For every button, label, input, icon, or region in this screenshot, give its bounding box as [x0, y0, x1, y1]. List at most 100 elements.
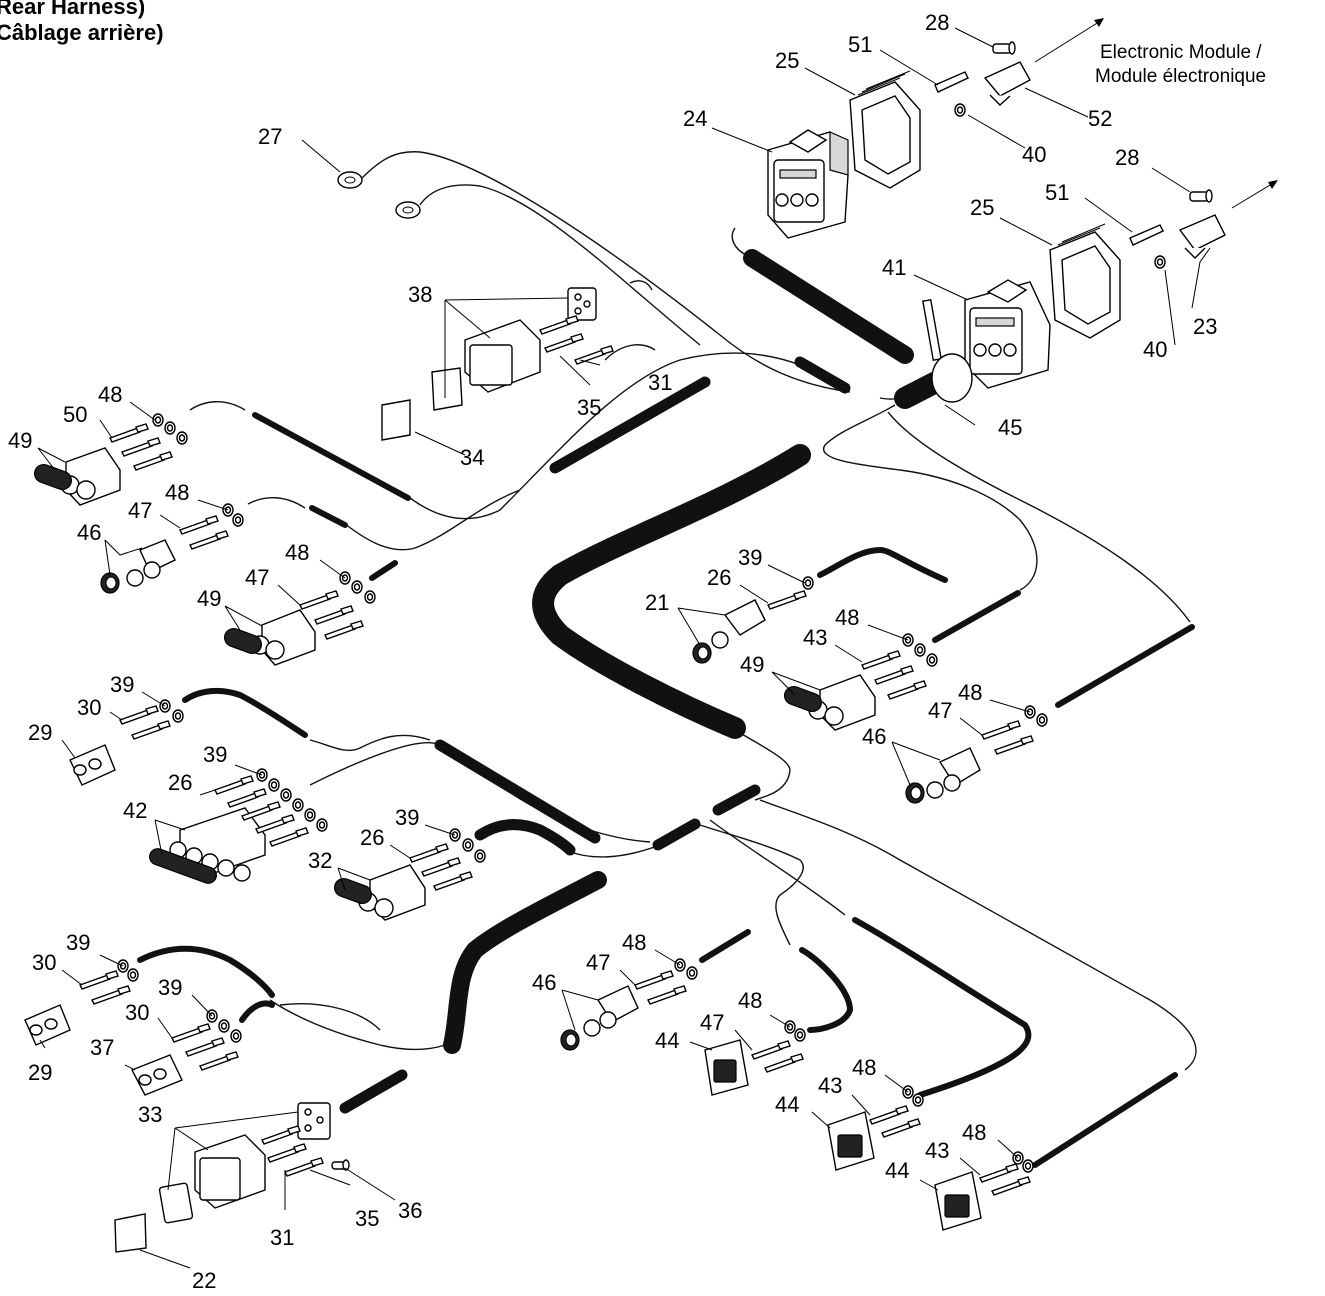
- module-arrow-1-head: [1094, 18, 1104, 27]
- callout-26: 26: [168, 770, 192, 795]
- terminal-47c-1: [981, 720, 1021, 740]
- seal-48c-3: [364, 590, 376, 604]
- connector-housing-33: [158, 1102, 331, 1224]
- callout-31: 31: [648, 370, 672, 395]
- callout-48: 48: [738, 988, 762, 1013]
- callout-36: 36: [398, 1198, 422, 1223]
- callout-numbers: 28 51 25 24 52 40 28 51 25 41 40 23 27 3…: [8, 10, 1217, 1293]
- seal-48d-3: [926, 653, 938, 667]
- socket-44b: [827, 1111, 875, 1171]
- callout-28: 28: [1115, 145, 1139, 170]
- connector-49b: [224, 609, 316, 666]
- seal-48c-2: [351, 580, 363, 594]
- connector-49c: [784, 674, 876, 731]
- callout-25: 25: [970, 195, 994, 220]
- terminal-30b-1: [79, 970, 119, 990]
- seal-39d-3: [474, 849, 486, 863]
- terminal-47d-1: [634, 970, 674, 990]
- callout-46: 46: [77, 520, 101, 545]
- terminal-50b: [121, 437, 161, 457]
- callout-24: 24: [683, 106, 707, 131]
- callout-47: 47: [586, 950, 610, 975]
- callout-48: 48: [98, 382, 122, 407]
- callout-51: 51: [848, 32, 872, 57]
- terminal-26b-2: [227, 788, 267, 808]
- callout-47: 47: [700, 1010, 724, 1035]
- seal-48b-2: [232, 513, 244, 527]
- callout-39: 39: [203, 742, 227, 767]
- callout-25: 25: [775, 48, 799, 73]
- terminal-51a: [934, 71, 969, 93]
- seal-48i-2: [1022, 1159, 1034, 1173]
- terminal-47e-2: [764, 1053, 804, 1073]
- pin-35b-2: [267, 1143, 307, 1163]
- terminal-30c-3: [199, 1051, 239, 1071]
- latch-52: [983, 61, 1031, 106]
- callout-40: 40: [1022, 142, 1046, 167]
- callout-48: 48: [852, 1055, 876, 1080]
- ring-terminal-27b: [395, 201, 421, 219]
- diagram-title-line-1: Rear Harness): [0, 0, 145, 19]
- callout-46: 46: [532, 970, 556, 995]
- callout-30: 30: [32, 950, 56, 975]
- callout-38: 38: [408, 282, 432, 307]
- callout-39: 39: [158, 975, 182, 1000]
- callout-35: 35: [577, 395, 601, 420]
- seal-48d-2: [914, 643, 926, 657]
- callout-39: 39: [738, 545, 762, 570]
- terminal-43b-2: [881, 1118, 921, 1138]
- plug-36: [331, 1159, 350, 1171]
- terminal-43c-2: [991, 1176, 1031, 1196]
- callout-47: 47: [128, 498, 152, 523]
- seal-48h-2: [912, 1093, 924, 1107]
- callout-32: 32: [308, 848, 332, 873]
- terminal-26c-1: [409, 843, 449, 863]
- terminal-26b-1: [214, 775, 254, 795]
- callout-45: 45: [998, 415, 1022, 440]
- callout-48: 48: [958, 680, 982, 705]
- seal-48f-2: [686, 966, 698, 980]
- callout-39: 39: [110, 672, 134, 697]
- seal-48a-2: [164, 421, 176, 435]
- callout-48: 48: [622, 930, 646, 955]
- callout-39: 39: [395, 805, 419, 830]
- seal-39f-2: [218, 1019, 230, 1033]
- connector-49a: [34, 447, 121, 506]
- callout-46: 46: [862, 724, 886, 749]
- callout-47: 47: [928, 698, 952, 723]
- callout-43: 43: [925, 1138, 949, 1163]
- electronic-module-note-line-1: Electronic Module /: [1100, 42, 1262, 63]
- callout-49: 49: [740, 652, 764, 677]
- seal-39c-3: [280, 788, 292, 802]
- callout-49: 49: [8, 428, 32, 453]
- terminal-43c-1: [979, 1163, 1019, 1183]
- terminal-43b-1: [869, 1105, 909, 1125]
- terminal-47b-1: [299, 590, 339, 610]
- seal-39f-3: [230, 1029, 242, 1043]
- callout-48: 48: [285, 540, 309, 565]
- callout-44: 44: [885, 1158, 909, 1183]
- terminal-47c-2: [994, 735, 1034, 755]
- terminal-26b-5: [269, 827, 309, 847]
- callout-40: 40: [1143, 337, 1167, 362]
- terminal-50a: [109, 423, 149, 443]
- callout-44: 44: [655, 1028, 679, 1053]
- terminal-47a-2: [189, 530, 229, 550]
- seal-39c-4: [292, 798, 304, 812]
- connector-29a: [69, 744, 116, 786]
- grommet-46c: [560, 1029, 580, 1051]
- cable-tie-45: [922, 298, 973, 403]
- terminal-43a-2: [874, 665, 914, 685]
- seal-40a: [954, 103, 966, 117]
- latch-23: [1178, 214, 1226, 259]
- callout-43: 43: [803, 625, 827, 650]
- connector-46b: [926, 747, 981, 799]
- wedge-22: [114, 1213, 147, 1253]
- callout-29: 29: [28, 720, 52, 745]
- harness-conduits: [137, 249, 1195, 1168]
- callout-23: 23: [1193, 314, 1217, 339]
- terminal-26a: [767, 590, 807, 610]
- connector-housing-38: [464, 287, 597, 393]
- callout-35: 35: [355, 1206, 379, 1231]
- seal-39c-5: [304, 808, 316, 822]
